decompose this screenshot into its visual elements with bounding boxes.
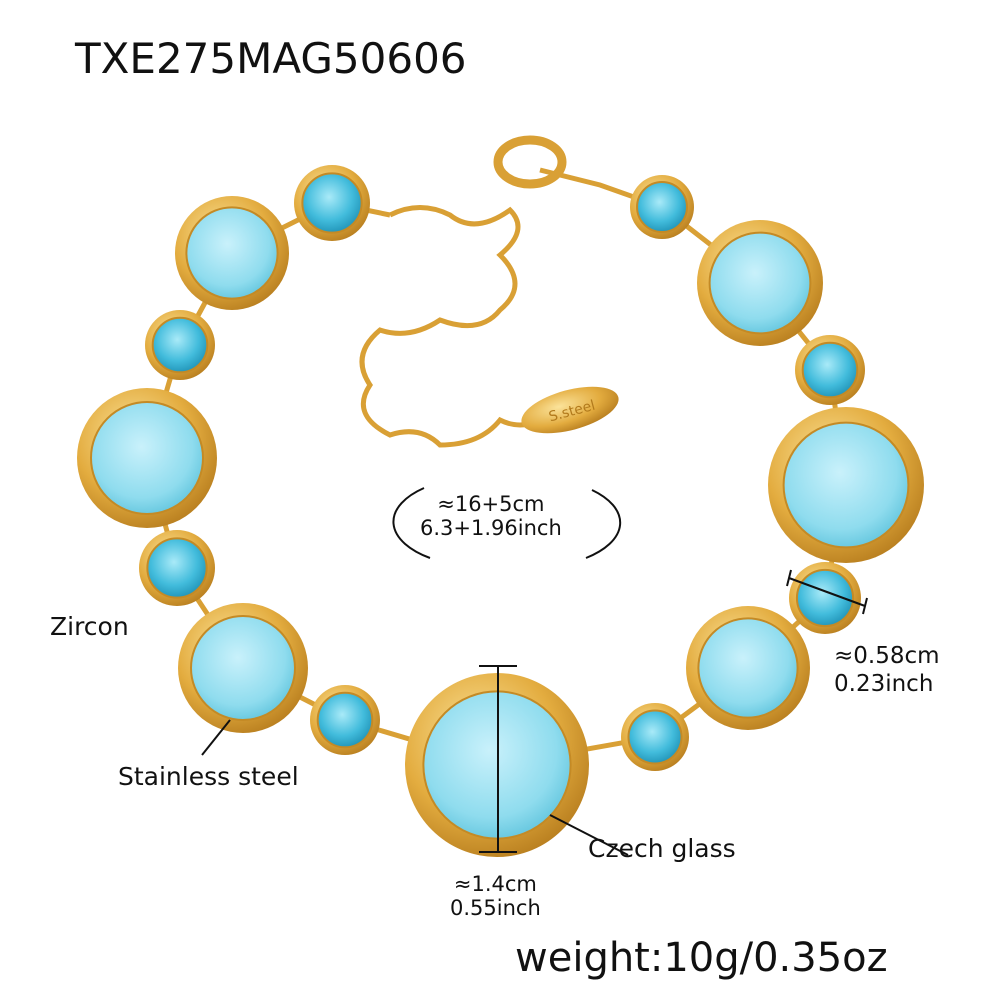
dimension-markers <box>201 487 868 856</box>
czech-glass-stone <box>178 603 308 733</box>
stone-face <box>190 615 296 721</box>
stainless-steel-label: Stainless steel <box>118 762 299 791</box>
zircon-label: Zircon <box>50 612 129 641</box>
stone-face <box>146 537 208 599</box>
large-stone-dimension: ≈1.4cm 0.55inch <box>450 872 541 920</box>
small-stone-inch: 0.23inch <box>834 671 934 697</box>
zircon-stone <box>795 335 865 405</box>
czech-glass-stone <box>686 606 810 730</box>
czech-glass-stone <box>697 220 823 346</box>
stone-face <box>782 421 910 549</box>
product-code: TXE275MAG50606 <box>75 34 467 83</box>
zircon-stone <box>294 165 370 241</box>
lobster-clasp <box>493 135 567 189</box>
small-stone-cm: ≈0.58cm <box>834 643 940 669</box>
stone-face <box>90 401 204 515</box>
stone-face <box>801 341 859 399</box>
length-inch: 6.3+1.96inch <box>420 516 562 540</box>
stone-face <box>636 181 688 233</box>
large-stone-inch: 0.55inch <box>450 896 541 920</box>
stone-face <box>301 172 363 234</box>
stone-face <box>185 206 279 300</box>
stone-face <box>151 316 209 374</box>
zircon-stone <box>630 175 694 239</box>
stone-face <box>627 709 683 765</box>
czech-glass-stone <box>77 388 217 528</box>
zircon-stone <box>789 562 861 634</box>
czech-glass-label: Czech glass <box>588 834 736 863</box>
stone-face <box>316 691 374 749</box>
steel-tag: S.steel <box>521 386 619 434</box>
weight-label: weight:10g/0.35oz <box>515 935 888 981</box>
length-dimension: ≈16+5cm 6.3+1.96inch <box>420 492 562 540</box>
large-stone-cm: ≈1.4cm <box>453 872 537 896</box>
stone-face <box>795 568 855 628</box>
zircon-stone <box>139 530 215 606</box>
length-cm: ≈16+5cm <box>437 492 545 516</box>
stone-face <box>708 231 812 335</box>
small-stone-dimension: ≈0.58cm 0.23inch <box>834 642 940 698</box>
zircon-stone <box>310 685 380 755</box>
stone-face <box>697 617 799 719</box>
zircon-stone <box>621 703 689 771</box>
zircon-stone <box>145 310 215 380</box>
czech-glass-stone <box>175 196 289 310</box>
czech-glass-stone <box>768 407 924 563</box>
